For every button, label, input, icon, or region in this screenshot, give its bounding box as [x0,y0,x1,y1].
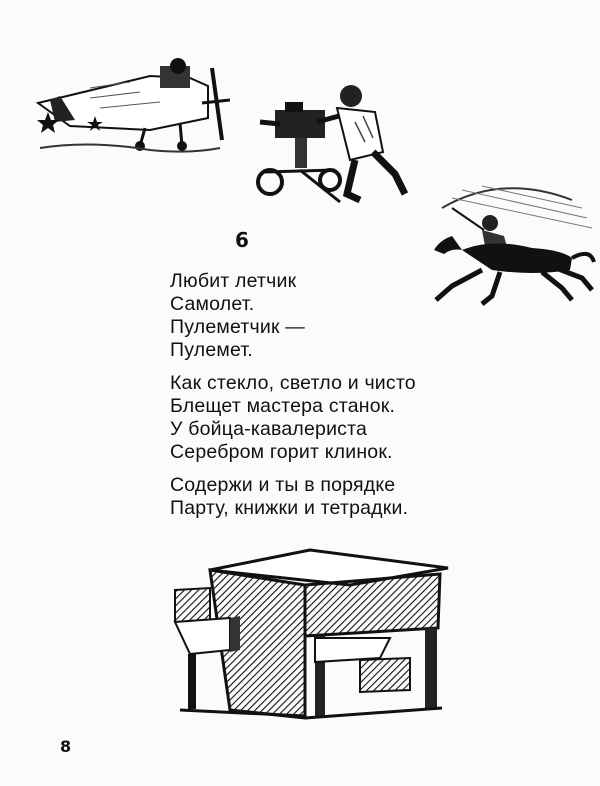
poem-line: Пулеметчик — [170,316,305,338]
poem-line: Пулемет. [170,339,253,361]
machine-gunner-illustration [256,85,409,204]
airplane-illustration [35,58,230,153]
poem-line: Блещет мастера станок. [170,395,396,417]
poem-line: Как стекло, светло и чисто [170,372,416,394]
stanza-1: Любит летчик Самолет. Пулеметчик — Пулем… [170,270,416,362]
poem-line: Парту, книжки и тетрадки. [170,497,409,519]
poem-line: Самолет. [170,293,255,315]
stanza-2: Как стекло, светло и чисто Блещет мастер… [170,372,416,464]
section-number: 6 [235,228,249,252]
poem-line: У бойца-кавалериста [170,418,368,440]
poem-line: Любит летчик [170,270,297,292]
cavalryman-illustration [434,185,596,306]
poem: Любит летчик Самолет. Пулеметчик — Пулем… [170,270,416,530]
stanza-3: Содержи и ты в порядке Парту, книжки и т… [170,474,416,520]
page-number: 8 [60,737,72,756]
school-desk-illustration [173,548,449,720]
poem-line: Содержи и ты в порядке [170,474,396,496]
poem-line: Серебром горит клинок. [170,441,393,463]
